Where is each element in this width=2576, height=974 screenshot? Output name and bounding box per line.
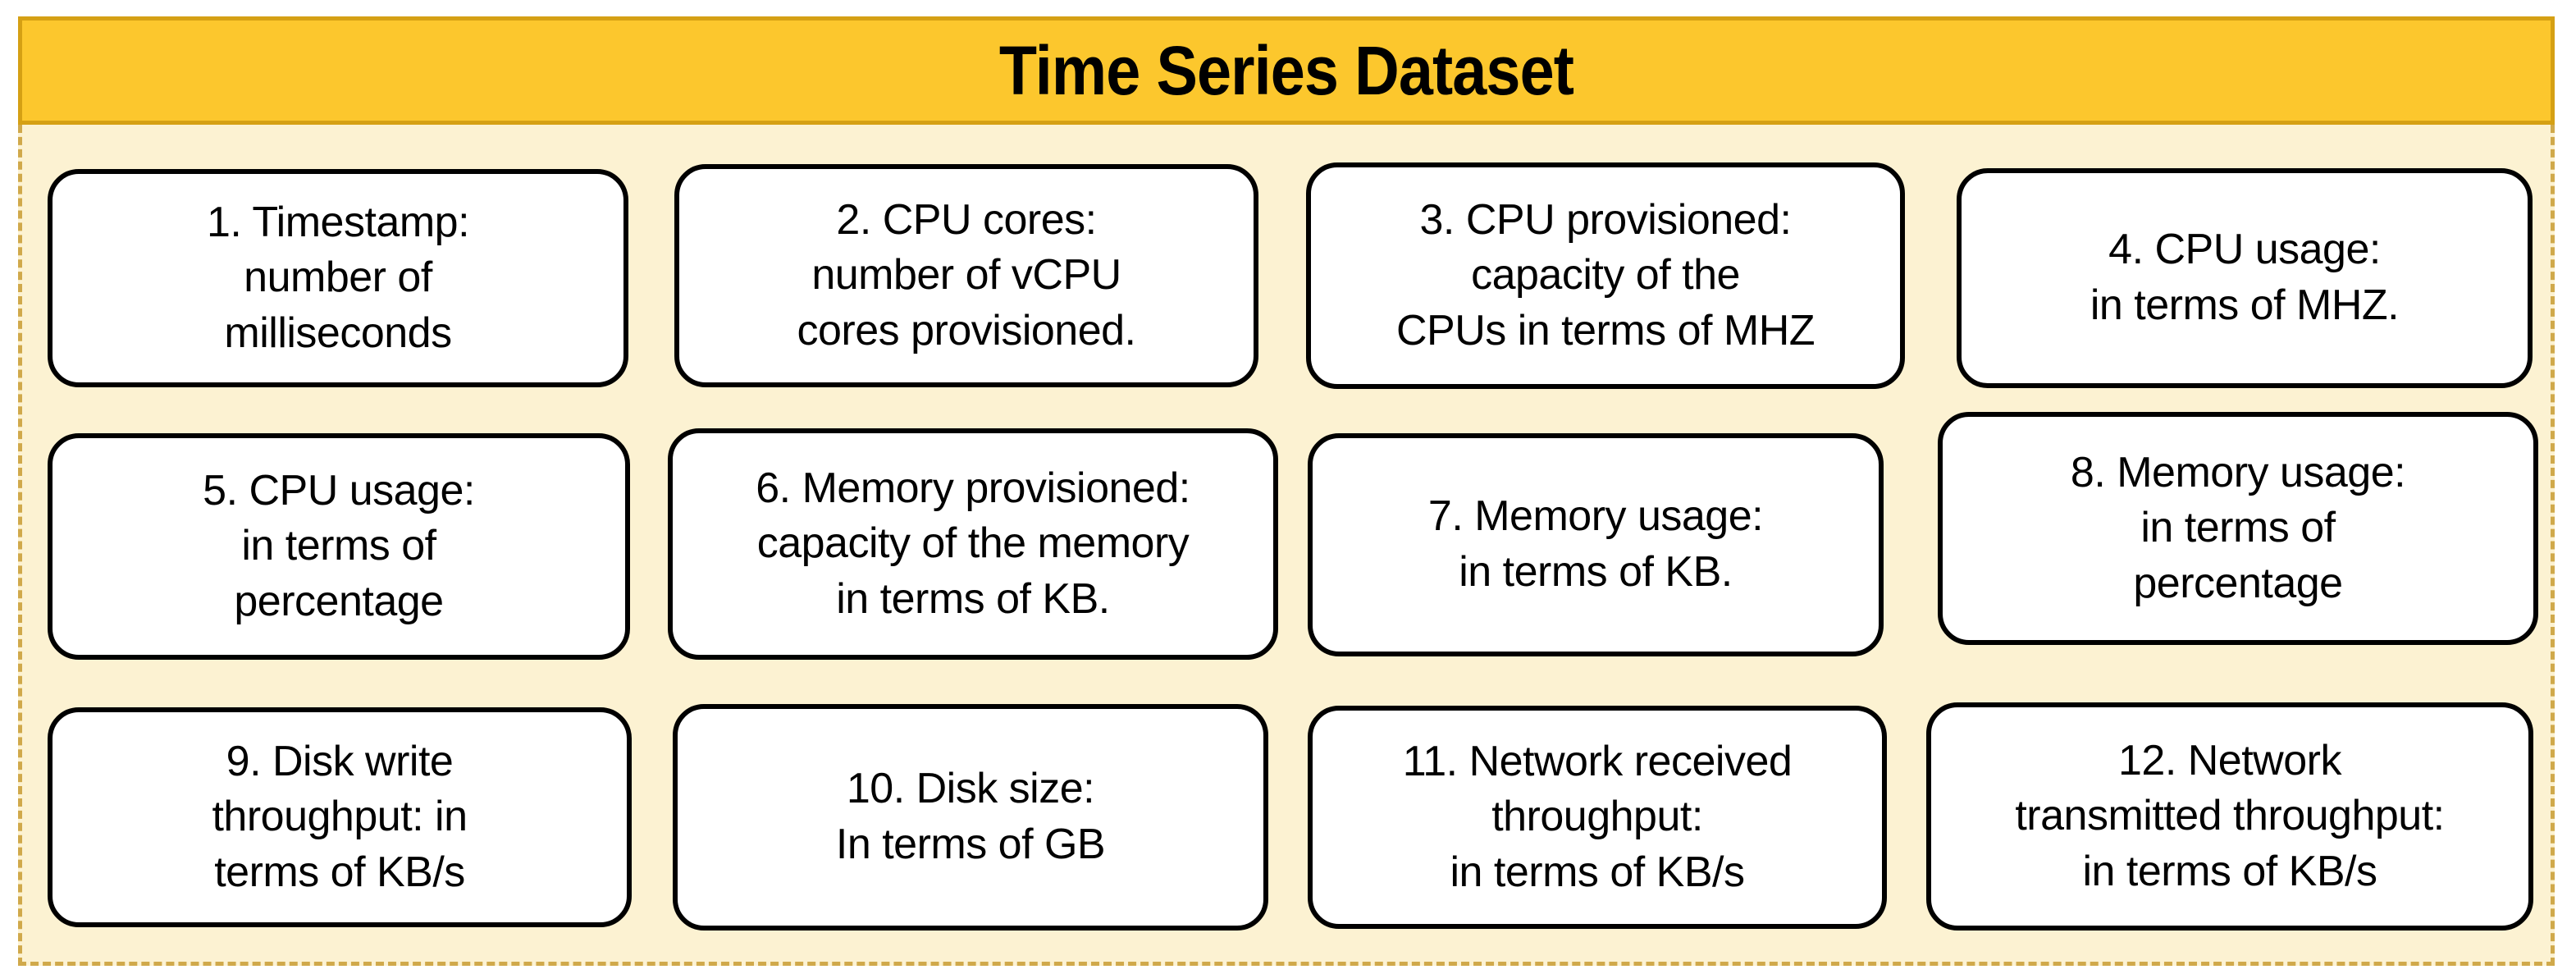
dataset-field-box-8: 8. Memory usage: in terms of percentage [1938, 412, 2538, 645]
dataset-field-box-4: 4. CPU usage: in terms of MHZ. [1957, 168, 2533, 388]
field-box-label: 10. Disk size: In terms of GB [835, 765, 1106, 868]
field-box-label: 4. CPU usage: in terms of MHZ. [2090, 226, 2400, 329]
page-title: Time Series Dataset [998, 32, 1574, 109]
field-box-label: 5. CPU usage: in terms of percentage [203, 466, 475, 625]
field-box-label: 11. Network received throughput: in term… [1402, 737, 1793, 896]
panel-header: Time Series Dataset [18, 16, 2555, 125]
dataset-field-box-7: 7. Memory usage: in terms of KB. [1308, 433, 1884, 656]
field-box-label: 1. Timestamp: number of milliseconds [206, 198, 470, 357]
field-box-label: 8. Memory usage: in terms of percentage [2070, 448, 2406, 607]
dataset-field-box-2: 2. CPU cores: number of vCPU cores provi… [674, 164, 1258, 387]
dataset-field-box-9: 9. Disk write throughput: in terms of KB… [48, 707, 632, 927]
field-box-label: 7. Memory usage: in terms of KB. [1427, 492, 1764, 596]
dataset-field-box-3: 3. CPU provisioned: capacity of the CPUs… [1306, 162, 1905, 389]
dataset-field-box-6: 6. Memory provisioned: capacity of the m… [668, 428, 1278, 660]
dataset-field-box-5: 5. CPU usage: in terms of percentage [48, 433, 630, 660]
dataset-field-box-11: 11. Network received throughput: in term… [1308, 706, 1887, 929]
dataset-field-box-10: 10. Disk size: In terms of GB [673, 704, 1268, 931]
field-box-label: 3. CPU provisioned: capacity of the CPUs… [1395, 195, 1816, 354]
dataset-field-box-1: 1. Timestamp: number of milliseconds [48, 169, 628, 387]
dataset-field-box-12: 12. Network transmitted throughput: in t… [1926, 702, 2533, 931]
field-box-label: 2. CPU cores: number of vCPU cores provi… [797, 195, 1137, 354]
field-box-label: 12. Network transmitted throughput: in t… [2015, 736, 2445, 895]
field-box-label: 9. Disk write throughput: in terms of KB… [212, 737, 468, 896]
field-box-label: 6. Memory provisioned: capacity of the m… [756, 464, 1190, 623]
